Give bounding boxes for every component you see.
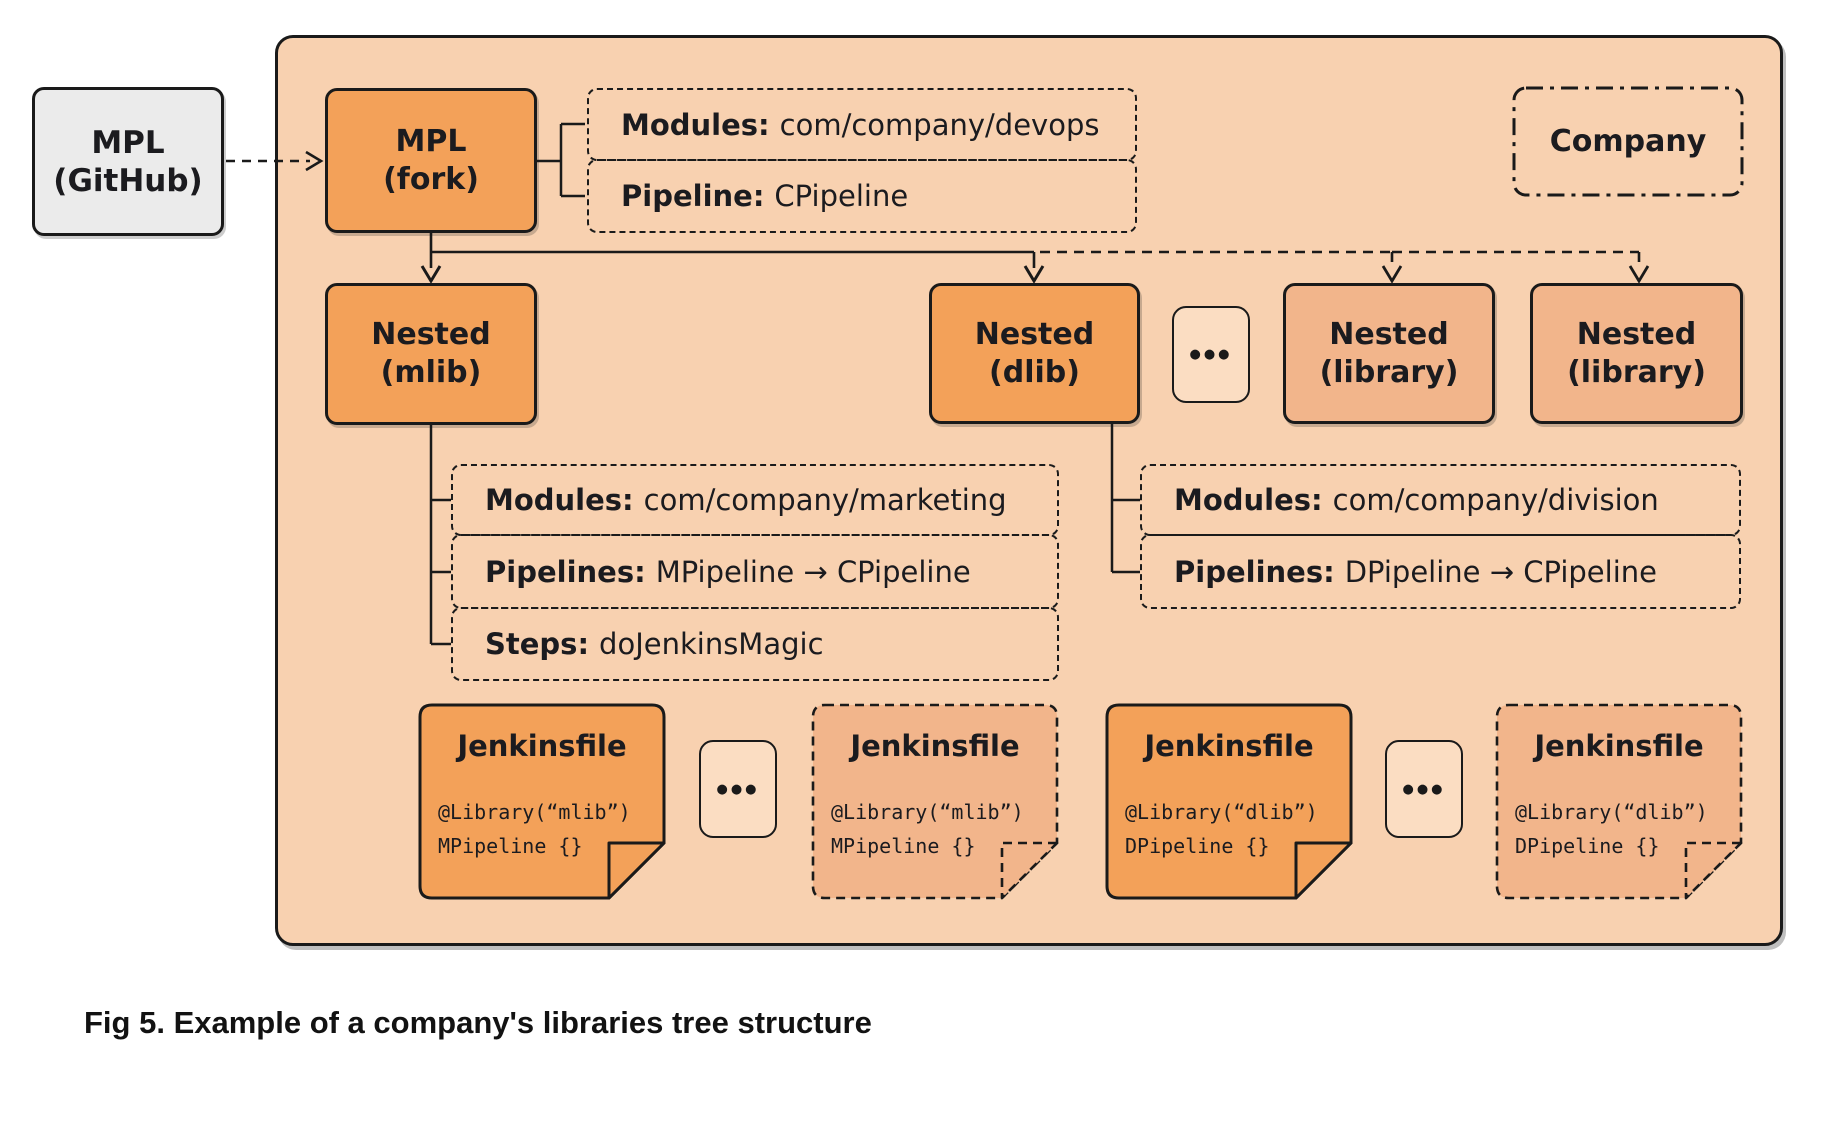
fork-modules-value: com/company/devops: [779, 107, 1100, 142]
jenkinsfile-code-line2: DPipeline {}: [1515, 834, 1660, 858]
jenkinsfile-card-dlib-dashed: Jenkinsfile @Library(“dlib”) DPipeline {…: [1495, 703, 1743, 900]
mlib-steps-row: Steps: doJenkinsMagic: [451, 607, 1059, 681]
jf-right-ellipsis-box: ●●●: [1385, 740, 1463, 838]
mlib-pipelines-label: Pipelines:: [485, 554, 646, 589]
dlib-pipelines-label: Pipelines:: [1174, 554, 1335, 589]
jenkinsfile-title: Jenkinsfile: [1144, 729, 1314, 763]
jenkinsfile-title: Jenkinsfile: [1534, 729, 1704, 763]
nested-mlib-line1: Nested: [371, 317, 491, 352]
note-shape: [811, 703, 1059, 900]
jenkinsfile-card-mlib-dashed: Jenkinsfile @Library(“mlib”) MPipeline {…: [811, 703, 1059, 900]
jenkinsfile-code-line2: DPipeline {}: [1125, 834, 1270, 858]
row2-ellipsis-box: ●●●: [1172, 306, 1250, 403]
mlib-modules-value: com/company/marketing: [643, 483, 1007, 517]
fork-pipeline-row: Pipeline: CPipeline: [587, 159, 1137, 233]
note-body: [418, 703, 666, 900]
nested-library1-line2: (library): [1319, 354, 1459, 390]
folded-corner-icon: [1684, 841, 1743, 900]
dlib-modules-row: Modules: com/company/division: [1140, 464, 1741, 536]
folded-corner-icon: [1000, 841, 1059, 900]
dlib-pipelines-row: Pipelines: DPipeline → CPipeline: [1140, 534, 1741, 609]
figure-caption: Fig 5. Example of a company's libraries …: [84, 1005, 872, 1040]
mlib-steps-value: doJenkinsMagic: [599, 627, 824, 661]
nested-dlib-node: Nested (dlib): [929, 283, 1140, 424]
mlib-pipelines-value: MPipeline → CPipeline: [655, 554, 971, 589]
fork-pipeline-value: CPipeline: [774, 179, 909, 213]
company-box: Company: [1513, 87, 1743, 196]
jenkinsfile-card-mlib-solid: Jenkinsfile @Library(“mlib”) MPipeline {…: [418, 703, 666, 900]
nested-mlib-line2: (mlib): [380, 355, 482, 390]
folded-corner-icon: [1294, 841, 1353, 900]
dlib-modules-value: com/company/division: [1332, 483, 1659, 517]
jenkinsfile-code-line1: @Library(“dlib”): [1125, 800, 1318, 824]
note-body: [1495, 703, 1743, 900]
mlib-pipelines-row: Pipelines: MPipeline → CPipeline: [451, 534, 1059, 609]
nested-library2-line2: (library): [1567, 354, 1706, 390]
note-body: [811, 703, 1059, 900]
note-shape: [1105, 703, 1353, 900]
mpl-fork-label-line1: MPL: [395, 123, 467, 159]
jenkinsfile-code-line1: @Library(“mlib”): [438, 800, 631, 824]
mlib-modules-row: Modules: com/company/marketing: [451, 464, 1059, 536]
nested-library2-node: Nested (library): [1530, 283, 1743, 424]
jenkinsfile-title: Jenkinsfile: [850, 729, 1020, 763]
note-shape: [1495, 703, 1743, 900]
dlib-modules-label: Modules:: [1174, 483, 1323, 517]
fork-pipeline-label: Pipeline:: [621, 179, 765, 213]
note-shape: [418, 703, 666, 900]
mlib-steps-label: Steps:: [485, 627, 590, 661]
mpl-fork-node: MPL (fork): [325, 88, 537, 233]
jenkinsfile-title: Jenkinsfile: [457, 729, 627, 763]
nested-dlib-line2: (dlib): [989, 354, 1080, 390]
row2-ellipsis: ●●●: [1189, 347, 1233, 362]
jf-left-ellipsis-box: ●●●: [699, 740, 777, 838]
jf-left-ellipsis: ●●●: [716, 781, 760, 797]
nested-library2-line1: Nested: [1576, 316, 1697, 352]
jenkinsfile-code-line1: @Library(“mlib”): [831, 800, 1024, 824]
folded-corner-icon: [607, 841, 666, 900]
jenkinsfile-code-line2: MPipeline {}: [831, 834, 976, 858]
note-body: [1105, 703, 1353, 900]
company-label: Company: [1549, 124, 1707, 159]
dlib-pipelines-value: DPipeline → CPipeline: [1344, 554, 1657, 589]
nested-library1-line1: Nested: [1329, 316, 1449, 352]
nested-library1-node: Nested (library): [1283, 283, 1495, 424]
mpl-github-label-line1: MPL: [91, 124, 165, 161]
jenkinsfile-code-line1: @Library(“dlib”): [1515, 800, 1708, 824]
mpl-fork-label-line2: (fork): [383, 161, 479, 197]
mlib-modules-label: Modules:: [485, 483, 634, 517]
mpl-github-node: MPL (GitHub): [32, 87, 224, 236]
jenkinsfile-code-line2: MPipeline {}: [438, 834, 583, 858]
nested-dlib-line1: Nested: [974, 316, 1095, 352]
jenkinsfile-card-dlib-solid: Jenkinsfile @Library(“dlib”) DPipeline {…: [1105, 703, 1353, 900]
fork-modules-label: Modules:: [621, 107, 770, 142]
fork-modules-row: Modules: com/company/devops: [587, 88, 1137, 161]
nested-mlib-node: Nested (mlib): [325, 283, 537, 425]
mpl-github-label-line2: (GitHub): [53, 162, 203, 199]
jf-right-ellipsis: ●●●: [1402, 781, 1446, 797]
